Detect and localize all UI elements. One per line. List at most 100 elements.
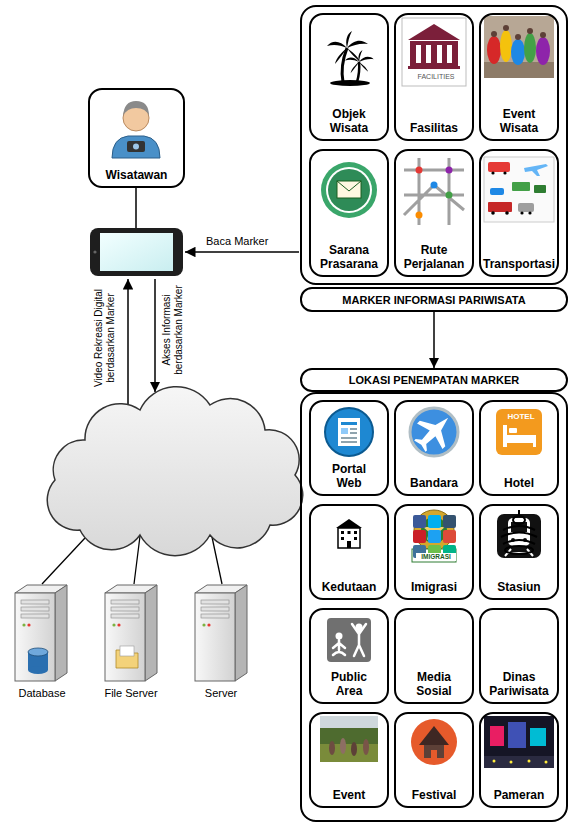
exhibition-photo xyxy=(510,761,513,764)
flow-arrow xyxy=(433,312,435,368)
server-icon xyxy=(195,585,247,681)
parade-photo xyxy=(511,39,525,65)
box-label: Transportasi xyxy=(481,257,557,271)
box-label: Objek Wisata xyxy=(317,107,381,135)
facilities-icon xyxy=(408,24,460,40)
facilities-icon xyxy=(402,18,466,86)
band-title: MARKER INFORMASI PARIWISATA xyxy=(342,294,525,306)
transport-icon xyxy=(488,202,512,212)
server-node: File Server xyxy=(91,580,171,702)
parade-photo xyxy=(540,32,546,38)
parade-photo xyxy=(527,28,533,34)
social-media-icon xyxy=(413,515,456,558)
actor-box: Wisatawan xyxy=(88,88,185,188)
box-label: Festival xyxy=(403,788,465,802)
read-arrow xyxy=(185,251,299,253)
location-box: Stasiun xyxy=(479,504,559,600)
box-label: Portal Web xyxy=(318,462,380,490)
location-box: Media Sosial xyxy=(394,608,474,704)
web-portal-icon xyxy=(325,408,373,456)
facilities-icon xyxy=(416,45,421,63)
event-photo xyxy=(340,738,346,754)
sarana-icon xyxy=(326,167,372,213)
tourism-office-icon xyxy=(503,540,535,544)
exhibition-photo xyxy=(530,728,546,746)
event-photo xyxy=(320,716,378,762)
sarana-icon xyxy=(337,181,361,198)
transport-icon xyxy=(490,188,504,195)
server-label: Server xyxy=(181,686,261,700)
route-map-icon xyxy=(404,158,464,225)
tourism-office-icon xyxy=(501,510,537,554)
route-map-icon xyxy=(446,192,453,199)
server-icon xyxy=(195,585,247,681)
server-node: Server xyxy=(181,580,261,702)
airport-icon xyxy=(407,405,461,459)
marker-box: Sarana Prasarana xyxy=(309,149,389,277)
column-icons xyxy=(484,409,554,768)
facilities-icon xyxy=(410,41,458,67)
embassy-icon xyxy=(336,519,362,548)
title-band: MARKER INFORMASI PARIWISATA xyxy=(300,287,568,312)
web-portal-icon xyxy=(341,441,357,443)
connector-line xyxy=(135,188,137,228)
cloud-shape xyxy=(47,387,303,556)
sarana-icon xyxy=(321,162,377,218)
location-box: Dinas Pariwisata xyxy=(479,608,559,704)
event-photo xyxy=(320,744,378,762)
immigration-emblem xyxy=(412,510,456,562)
web-portal-icon xyxy=(325,408,373,456)
route-map-icon xyxy=(416,167,423,174)
panel-frame xyxy=(300,392,568,822)
parade-photo xyxy=(536,37,550,65)
band-title: LOKASI PENEMPATAN MARKER xyxy=(349,374,520,386)
embassy-icon xyxy=(336,519,362,528)
column-icons xyxy=(484,16,554,222)
transport-icon xyxy=(534,185,546,193)
public-area-icon xyxy=(352,624,366,656)
box-label: Fasilitas xyxy=(396,121,472,135)
location-box: IMIGRASIImigrasi xyxy=(394,504,474,600)
palm-icon xyxy=(327,31,374,86)
tablet-device xyxy=(90,228,183,276)
database-server-icon xyxy=(15,585,67,681)
social-media-icon xyxy=(428,530,441,543)
event-photo xyxy=(320,728,378,744)
box-label: Pameran xyxy=(488,788,550,802)
tourism-office-icon xyxy=(503,526,535,530)
palm-icon xyxy=(345,50,374,73)
network-line xyxy=(42,538,85,584)
title-band: LOKASI PENEMPATAN MARKER xyxy=(300,368,568,392)
tourism-office-icon xyxy=(505,546,533,554)
box-label: Public Area xyxy=(318,670,380,698)
box-label: Dinas Pariwisata xyxy=(488,670,550,698)
route-map-icon xyxy=(431,182,438,189)
location-box: HOTELHotel xyxy=(479,400,559,496)
box-label: Kedutaan xyxy=(318,580,380,594)
file-server-icon xyxy=(120,646,134,656)
marker-box: FACILITIESFasilitas xyxy=(394,13,474,141)
database-server-icon xyxy=(28,648,48,656)
box-label: Event Wisata xyxy=(487,107,551,135)
box-label: Bandara xyxy=(403,476,465,490)
sarana-icon xyxy=(337,181,361,191)
box-label: Media Sosial xyxy=(403,670,465,698)
location-panel: LOKASI PENEMPATAN MARKER Portal WebBandar… xyxy=(300,368,568,822)
box-label: Imigrasi xyxy=(403,580,465,594)
exhibition-photo xyxy=(528,760,531,763)
marker-box: Event Wisata xyxy=(479,13,559,141)
arrow-label: Akses Informasi berdasarkan Marker xyxy=(161,280,185,380)
parade-photo xyxy=(487,36,501,64)
event-photo xyxy=(329,741,335,755)
palm-icon xyxy=(330,80,370,86)
box-label: Stasiun xyxy=(488,580,550,594)
facilities-icon xyxy=(408,66,460,69)
tourist-icon xyxy=(112,101,160,158)
web-portal-icon xyxy=(341,422,357,425)
transport-icon xyxy=(491,171,494,174)
embassy-icon xyxy=(341,537,344,540)
transport-icon xyxy=(484,157,554,222)
social-media-icon xyxy=(428,515,441,528)
access-arrow xyxy=(154,279,156,392)
